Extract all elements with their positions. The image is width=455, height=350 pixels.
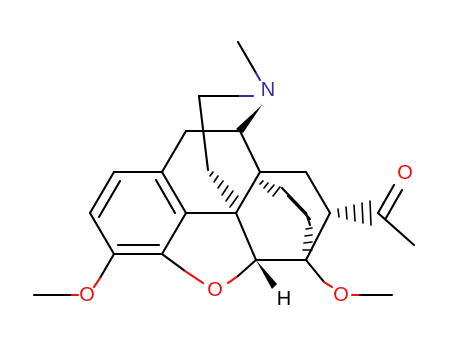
bond-ar-6	[160, 170, 188, 215]
bond-c7-c6	[304, 211, 332, 262]
hash-c7-acetyl	[337, 200, 372, 226]
bond-acetyl-co	[376, 183, 396, 215]
bond-n-methyl	[236, 40, 258, 75]
hash-c14-etheno	[259, 180, 281, 197]
bond-c13-c14	[234, 170, 262, 215]
bond-ar-5	[160, 211, 188, 256]
bond-c15-c7	[304, 170, 332, 215]
bond-n-methyl-n	[254, 71, 262, 82]
bond-etheno-2	[304, 211, 312, 227]
atom-o-bridge: O	[207, 279, 223, 301]
wedge-n-c9	[236, 105, 262, 133]
bond-c4-o-bridge-red	[183, 269, 205, 285]
bond-c10-c11	[160, 129, 188, 174]
bond-ar-2	[88, 170, 116, 215]
bond-etheno-1	[280, 186, 308, 215]
bond-ar-6-double	[154, 178, 177, 215]
bond-c3-o	[98, 252, 116, 280]
atom-o-methoxy-left: O	[79, 284, 95, 306]
bond-acetyl-me	[376, 211, 416, 247]
atom-h: H	[277, 288, 291, 310]
bond-acetyl-co-double	[384, 188, 404, 220]
bond-c6-o	[304, 258, 326, 284]
atom-o-methoxy-right: O	[333, 284, 349, 306]
bond-ar-2-double	[97, 179, 122, 219]
atom-o-carbonyl: O	[397, 162, 413, 184]
bond-o-c5-red	[226, 274, 240, 285]
bond-o-c5	[236, 258, 258, 278]
bond-c13-c5	[234, 211, 258, 262]
bond-c4-o-bridge	[160, 252, 187, 273]
wedge-n-c9-tip	[259, 103, 265, 108]
hash-c13-c15	[209, 171, 239, 208]
bond-ch2-ch2	[197, 94, 210, 172]
hash-c6-etheno	[302, 227, 313, 251]
atom-n: N	[261, 79, 275, 101]
wedge-c5-h	[256, 260, 277, 289]
bond-c6-o-red	[322, 280, 334, 289]
bond-c9-c14	[238, 129, 262, 174]
bond-c3-o-red	[92, 276, 102, 289]
bond-ar-3	[88, 211, 116, 256]
